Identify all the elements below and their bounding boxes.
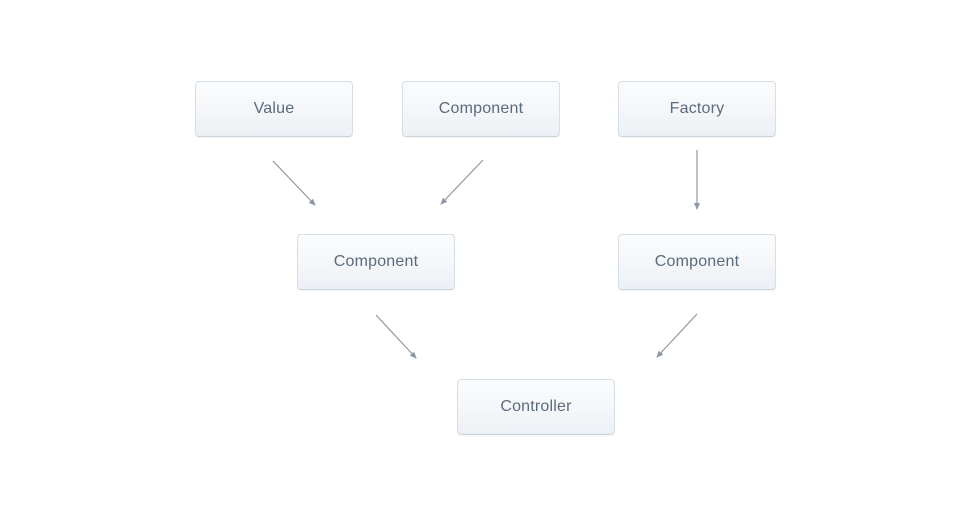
node-value-label: Value [253, 100, 295, 117]
node-component-top: Component [402, 81, 560, 137]
node-component-left: Component [297, 234, 455, 290]
node-component-right: Component [618, 234, 776, 290]
node-factory-label: Factory [669, 100, 725, 117]
arrow-component-top-to-component-left [440, 159, 484, 205]
arrow-component-left-to-controller [375, 314, 417, 359]
node-controller: Controller [457, 379, 615, 435]
node-controller-label: Controller [500, 398, 572, 415]
arrow-component-right-to-controller [656, 313, 698, 358]
node-component-top-label: Component [438, 100, 524, 117]
node-value: Value [195, 81, 353, 137]
node-component-right-label: Component [654, 253, 740, 270]
node-factory: Factory [618, 81, 776, 137]
node-component-left-label: Component [333, 253, 419, 270]
arrow-value-to-component-left [272, 160, 316, 206]
